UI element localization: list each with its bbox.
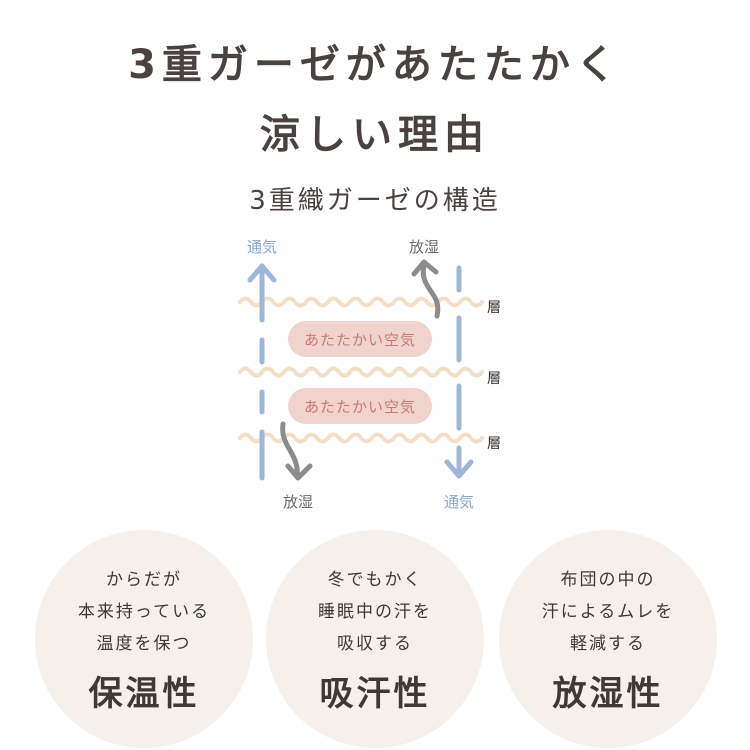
feature-description-line: 温度を保つ — [96, 633, 192, 654]
page-title-line1: 3重ガーゼがあたたかく — [128, 42, 622, 88]
feature-description-line: 汗によるムレを — [541, 601, 675, 622]
feature-label: 放湿性 — [552, 673, 664, 714]
page-title-line2: 涼しい理由 — [260, 112, 490, 158]
gauze-layer-2 — [238, 366, 484, 378]
feature-circle-sweat-absorption: 冬でもかく 睡眠中の汗を 吸収する 吸汗性 — [266, 530, 484, 748]
warm-air-label: あたたかい空気 — [304, 331, 416, 349]
feature-circle-moisture-release: 布団の中の 汗によるムレを 軽減する 放湿性 — [499, 530, 717, 748]
ventilation-down-arrow — [444, 265, 474, 479]
moisture-label-bottom: 放湿 — [283, 493, 313, 511]
ventilation-up-arrow — [247, 263, 277, 481]
layer-label: 層 — [487, 300, 501, 316]
feature-circle-heat-retention: からだが 本来持っている 温度を保つ 保温性 — [35, 530, 253, 748]
feature-description-line: 本来持っている — [77, 601, 211, 622]
ventilation-label-top: 通気 — [247, 238, 277, 256]
gauze-structure-diagram: あたたかい空気 あたたかい空気 通気 放湿 放湿 通気 層 層 層 — [238, 238, 501, 511]
feature-description-line: からだが — [106, 569, 182, 590]
warm-air-pocket — [288, 321, 432, 357]
moisture-release-up-arrow — [411, 259, 441, 319]
diagram-heading: 3重織ガーゼの構造 — [249, 186, 501, 216]
feature-description-line: 吸収する — [337, 633, 413, 654]
feature-description-line: 冬でもかく — [327, 569, 423, 590]
feature-label: 保温性 — [88, 673, 200, 714]
feature-description-line: 布団の中の — [560, 569, 656, 590]
layer-label: 層 — [487, 371, 501, 387]
feature-description-line: 睡眠中の汗を — [318, 601, 432, 622]
feature-label: 吸汗性 — [319, 673, 431, 714]
moisture-release-down-arrow — [280, 421, 313, 481]
moisture-label-top: 放湿 — [409, 238, 439, 256]
ventilation-label-bottom: 通気 — [444, 493, 474, 511]
layer-label: 層 — [487, 436, 501, 452]
gauze-layer-3 — [238, 432, 484, 444]
gauze-layer-1 — [238, 296, 484, 308]
warm-air-label: あたたかい空気 — [304, 398, 416, 416]
feature-description-line: 軽減する — [570, 633, 646, 654]
warm-air-pocket — [288, 388, 432, 424]
